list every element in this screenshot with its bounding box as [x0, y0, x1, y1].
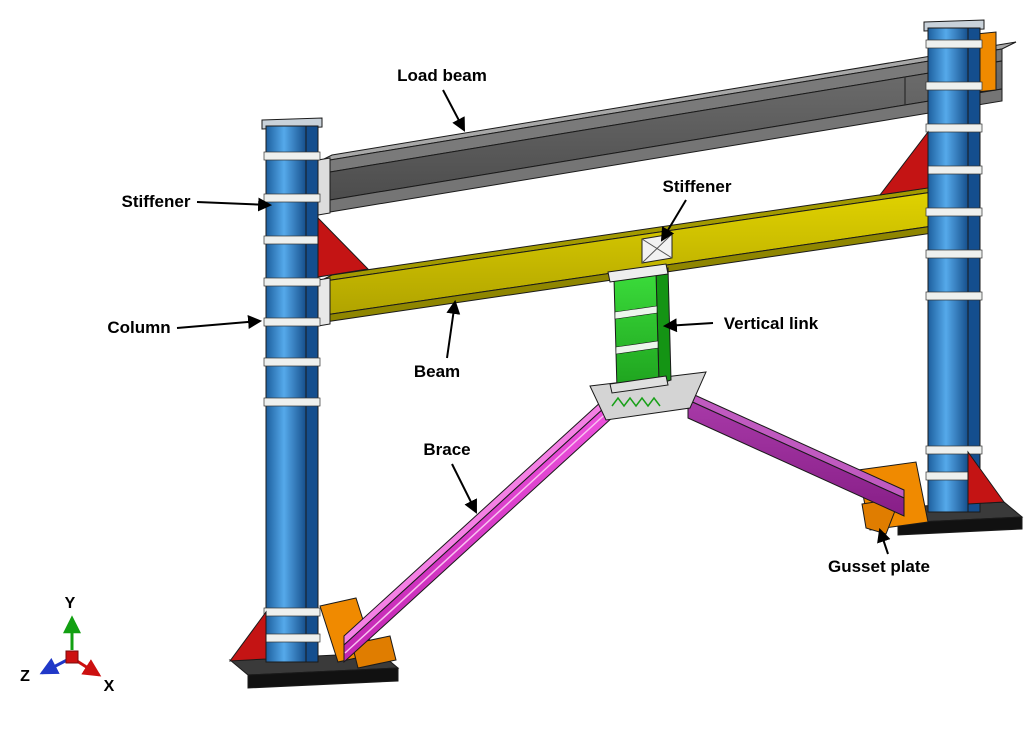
column-flange — [265, 125, 307, 663]
base-plate-front — [247, 667, 399, 689]
column-flange — [927, 27, 969, 513]
brace-left — [343, 388, 615, 664]
base-plate-front — [897, 516, 1023, 536]
red-wedge-stiffeners — [228, 130, 1005, 662]
x-axis-label: X — [104, 678, 115, 695]
stiffener-band — [263, 397, 321, 407]
column-stiffener-bands — [925, 39, 983, 481]
stiffener-band — [925, 165, 983, 175]
stiffener-band — [925, 445, 983, 455]
column-web-side — [305, 125, 319, 663]
brace-label: Brace — [423, 440, 470, 459]
stiffener-band — [263, 151, 321, 161]
load-beam-arrow — [442, 89, 465, 132]
z-axis-label: Z — [20, 668, 30, 685]
beam-label: Beam — [414, 362, 460, 381]
column-web-side — [967, 27, 981, 513]
column-stiffener-bands — [263, 151, 321, 643]
z-axis-arrow — [39, 657, 68, 675]
red-wedge-base-left — [228, 610, 267, 662]
vertical-link-stiffener-2 — [615, 340, 659, 355]
load-beam-end-plate — [317, 157, 331, 216]
stiffener-band — [263, 607, 321, 617]
vertical-link-label: Vertical link — [724, 314, 819, 333]
spring-element-zigzag — [611, 396, 661, 408]
stiffener-band — [263, 317, 321, 327]
vertical-link-bottom-plate — [609, 375, 669, 394]
vertical-link-arrow — [662, 318, 714, 333]
red-wedge-base-right — [967, 450, 1005, 505]
stiffener-right-arrow — [660, 199, 687, 242]
stiffener-band — [263, 193, 321, 203]
y-axis-label: Y — [65, 595, 76, 612]
brace-top-face — [343, 388, 615, 647]
stiffener-band — [263, 277, 321, 287]
annotation-gusset-plate: Gusset plate — [828, 528, 930, 576]
stiffener-left-arrow — [196, 197, 273, 212]
annotation-stiffener-right: Stiffener — [660, 177, 732, 242]
stiffener-band — [925, 81, 983, 91]
stiffener-band — [925, 207, 983, 217]
stiffener-left-label: Stiffener — [122, 192, 191, 211]
brace-arrow — [451, 463, 477, 514]
stiffener-band — [263, 235, 321, 245]
vertical-link-front — [613, 271, 660, 391]
annotation-brace: Brace — [423, 440, 477, 514]
triad-origin-cube — [65, 650, 79, 664]
column-right — [923, 19, 985, 513]
brace-front-face — [687, 399, 905, 517]
column-left — [261, 117, 323, 663]
stiffener-right-label: Stiffener — [663, 177, 732, 196]
brace-flange-gap — [344, 406, 614, 654]
stiffener-band — [925, 123, 983, 133]
axis-triad: Y Z X — [20, 595, 115, 695]
stiffener-band — [263, 357, 321, 367]
gusset-plate-arrow — [877, 528, 891, 555]
annotation-beam: Beam — [414, 299, 461, 381]
stiffener-band — [925, 249, 983, 259]
vertical-link-stiffener-1 — [614, 305, 658, 320]
stiffener-band — [925, 39, 983, 49]
gusset-plate-label: Gusset plate — [828, 557, 930, 576]
annotation-vertical-link: Vertical link — [662, 314, 819, 333]
load-beam — [317, 41, 1017, 216]
column-label: Column — [107, 318, 170, 337]
brace-top-face — [687, 391, 905, 499]
stiffener-band — [925, 291, 983, 301]
load-beam-label: Load beam — [397, 66, 487, 85]
red-wedge-top-right — [878, 130, 929, 196]
vertical-link-top-plate — [607, 263, 669, 283]
annotation-load-beam: Load beam — [397, 66, 487, 132]
vertical-link — [607, 263, 672, 394]
column-arrow — [176, 315, 263, 329]
stiffener-band — [263, 633, 321, 643]
beam-web-stiffener — [641, 233, 673, 264]
red-wedge-top-left — [317, 216, 370, 278]
x-axis-arrow — [76, 659, 102, 677]
annotation-column: Column — [107, 315, 263, 337]
brace-right — [687, 391, 905, 517]
annotation-stiffener-left: Stiffener — [122, 192, 273, 212]
beam-arrow — [446, 299, 461, 359]
